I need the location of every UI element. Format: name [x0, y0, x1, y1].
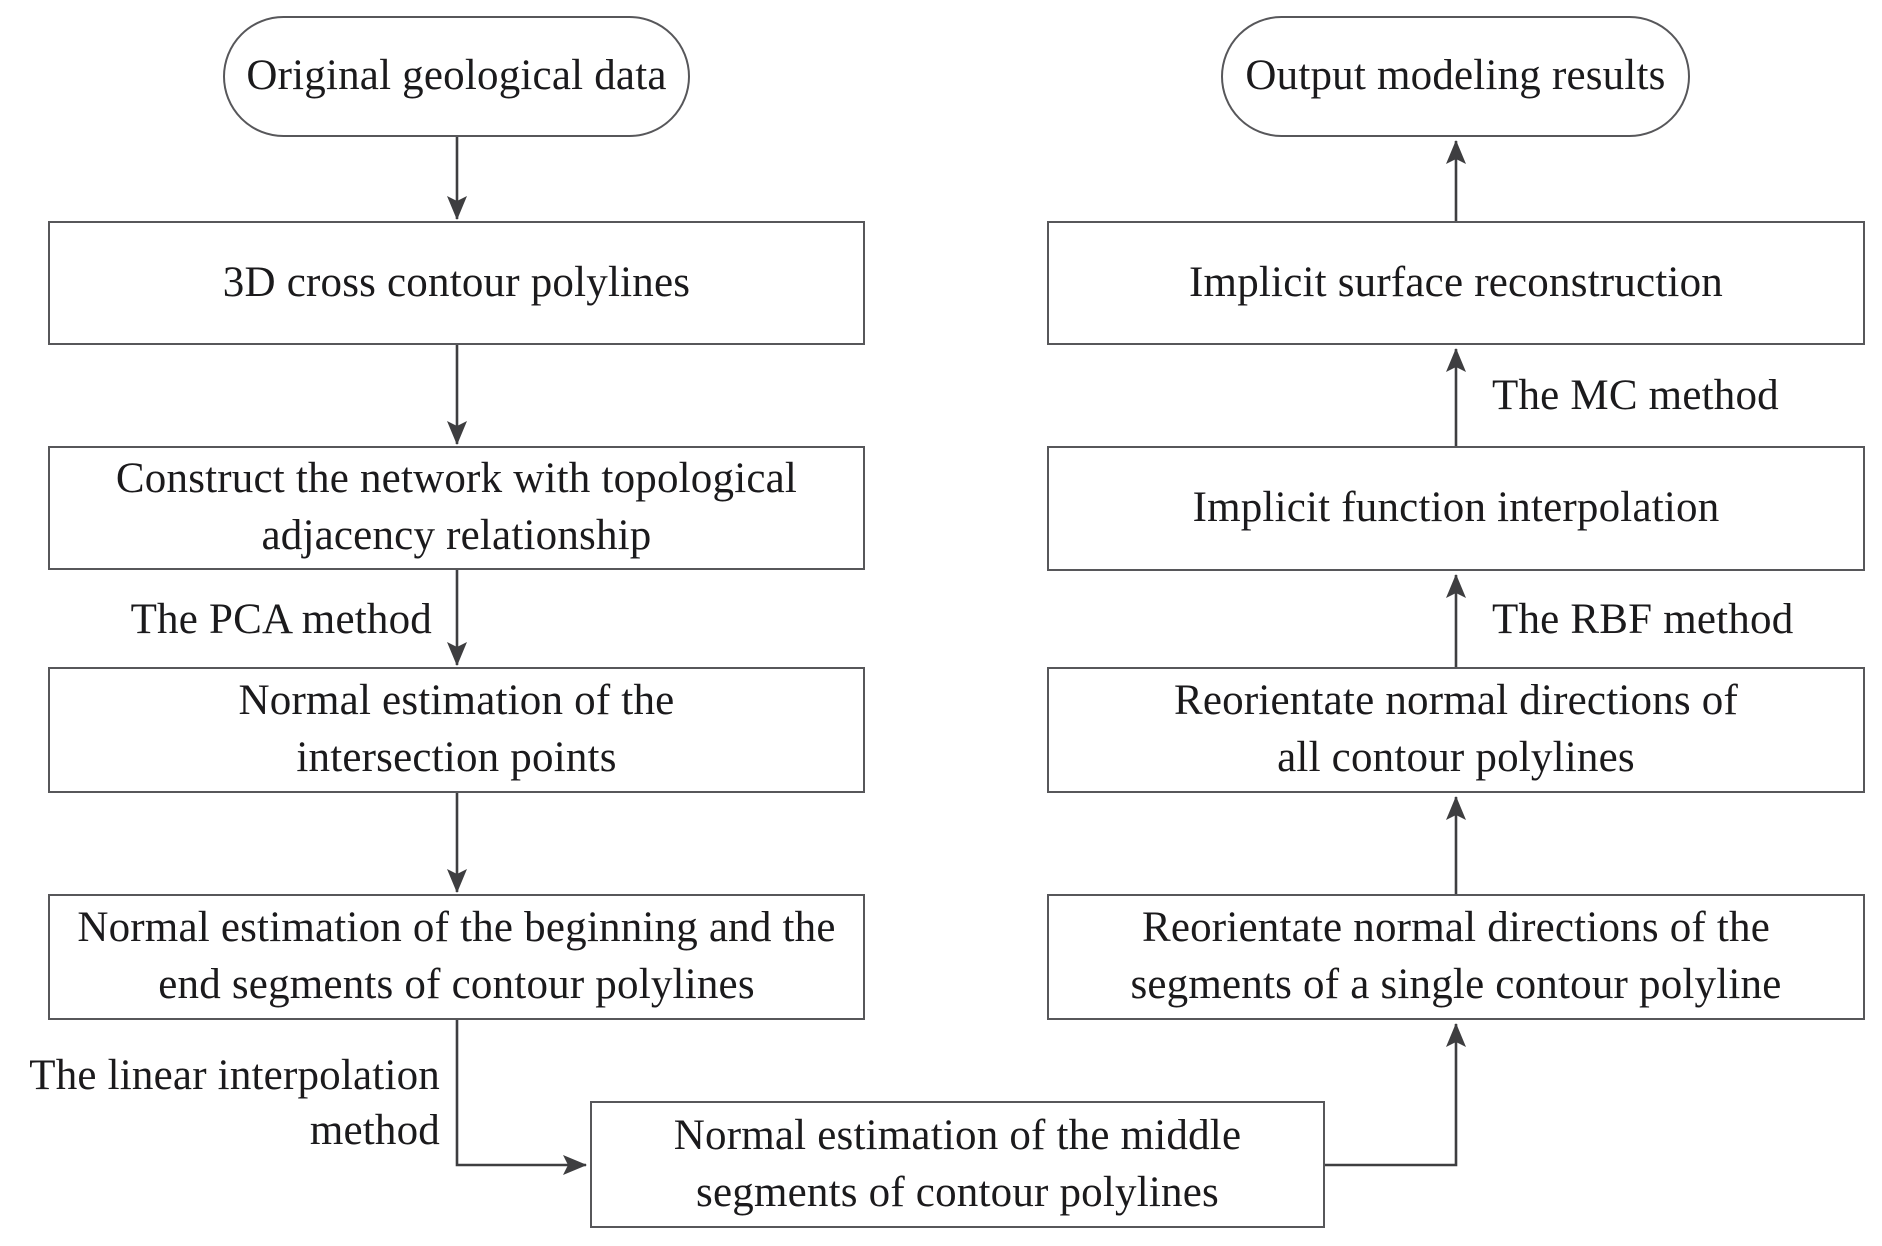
edge-label-mc-method: The MC method — [1492, 372, 1779, 419]
node-implicit-function-interpolation: Implicit function interpolation — [1047, 446, 1865, 571]
edge-label-pca-method: The PCA method — [130, 596, 432, 643]
node-output-modeling-results: Output modeling results — [1221, 16, 1690, 137]
edge-label-linear-interpolation-method: The linear interpolation method — [29, 1052, 440, 1155]
node-label: Implicit surface reconstruction — [1189, 258, 1723, 306]
node-label: Construct the network with topological a… — [115, 455, 798, 559]
node-label: Implicit function interpolation — [1192, 484, 1720, 532]
node-label: Normal estimation of the intersection po… — [238, 677, 675, 781]
node-normal-estimation-begin-end-segments: Normal estimation of the beginning and t… — [48, 894, 865, 1020]
node-label: Reorientate normal directions of the seg… — [1130, 904, 1782, 1008]
node-reorientate-all-polylines: Reorientate normal directions of all con… — [1047, 667, 1865, 793]
node-implicit-surface-reconstruction: Implicit surface reconstruction — [1047, 221, 1865, 345]
edge-label-rbf-method: The RBF method — [1492, 596, 1794, 643]
node-label: Normal estimation of the middle segments… — [673, 1111, 1242, 1216]
node-normal-estimation-middle-segments: Normal estimation of the middle segments… — [590, 1101, 1325, 1228]
node-label: Reorientate normal directions of all con… — [1173, 677, 1738, 781]
node-label: 3D cross contour polylines — [222, 258, 691, 306]
node-3d-cross-contour-polylines: 3D cross contour polylines — [48, 221, 865, 345]
arrow-beginend-to-middle — [455, 1020, 587, 1175]
node-label: Output modeling results — [1245, 52, 1666, 100]
node-reorientate-single-polyline: Reorientate normal directions of the seg… — [1047, 894, 1865, 1020]
node-original-geological-data: Original geological data — [223, 16, 690, 137]
node-label: Normal estimation of the beginning and t… — [77, 904, 836, 1008]
node-normal-estimation-intersection-points: Normal estimation of the intersection po… — [48, 667, 865, 793]
node-label: Original geological data — [246, 52, 667, 100]
node-construct-topological-network: Construct the network with topological a… — [48, 446, 865, 570]
arrow-middle-to-single — [1325, 1023, 1466, 1167]
